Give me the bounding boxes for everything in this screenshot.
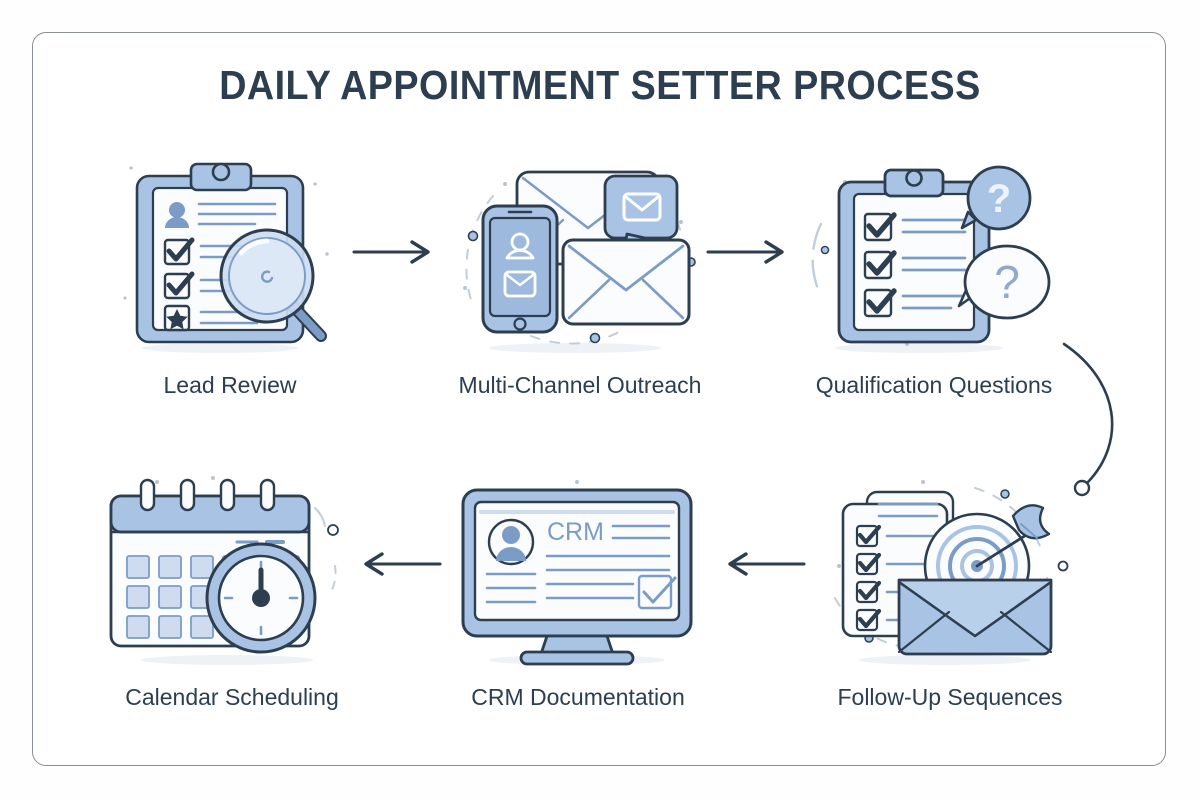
svg-text:?: ? <box>994 256 1020 308</box>
curved-connector-down <box>1048 330 1158 515</box>
step-label: Multi-Channel Outreach <box>458 372 702 398</box>
step-multi-channel-outreach[interactable]: Multi-Channel Outreach <box>440 158 720 399</box>
calendar-clock-icon <box>92 470 372 670</box>
svg-text:?: ? <box>987 177 1011 221</box>
page-title: DAILY APPOINTMENT SETTER PROCESS <box>219 62 981 108</box>
step-crm-documentation[interactable]: CRM CRM Documentation <box>438 470 718 711</box>
arrow-left-1 <box>722 550 806 583</box>
crm-screen-label: CRM <box>547 518 604 546</box>
step-follow-up-sequences[interactable]: Follow-Up Sequences <box>810 470 1090 711</box>
step-label: Lead Review <box>163 372 297 398</box>
phone-envelopes-chat-icon <box>440 158 720 358</box>
clipboard-question-bubbles-icon: ? ? <box>794 158 1074 358</box>
step-label: Follow-Up Sequences <box>837 684 1063 710</box>
envelope-target-dart-icon <box>810 470 1090 670</box>
step-label: CRM Documentation <box>471 684 685 710</box>
arrow-left-2 <box>358 550 442 583</box>
step-lead-review[interactable]: Lead Review <box>90 158 370 399</box>
arrow-right-2 <box>706 238 790 271</box>
step-label: Calendar Scheduling <box>125 684 339 710</box>
step-qualification-questions[interactable]: ? ? Qualification Questions <box>794 158 1074 399</box>
step-label: Qualification Questions <box>815 372 1053 398</box>
desktop-monitor-crm-icon: CRM <box>438 470 718 670</box>
arrow-right-1 <box>352 238 436 271</box>
step-calendar-scheduling[interactable]: Calendar Scheduling <box>92 470 372 711</box>
clipboard-magnifier-icon <box>90 158 370 358</box>
